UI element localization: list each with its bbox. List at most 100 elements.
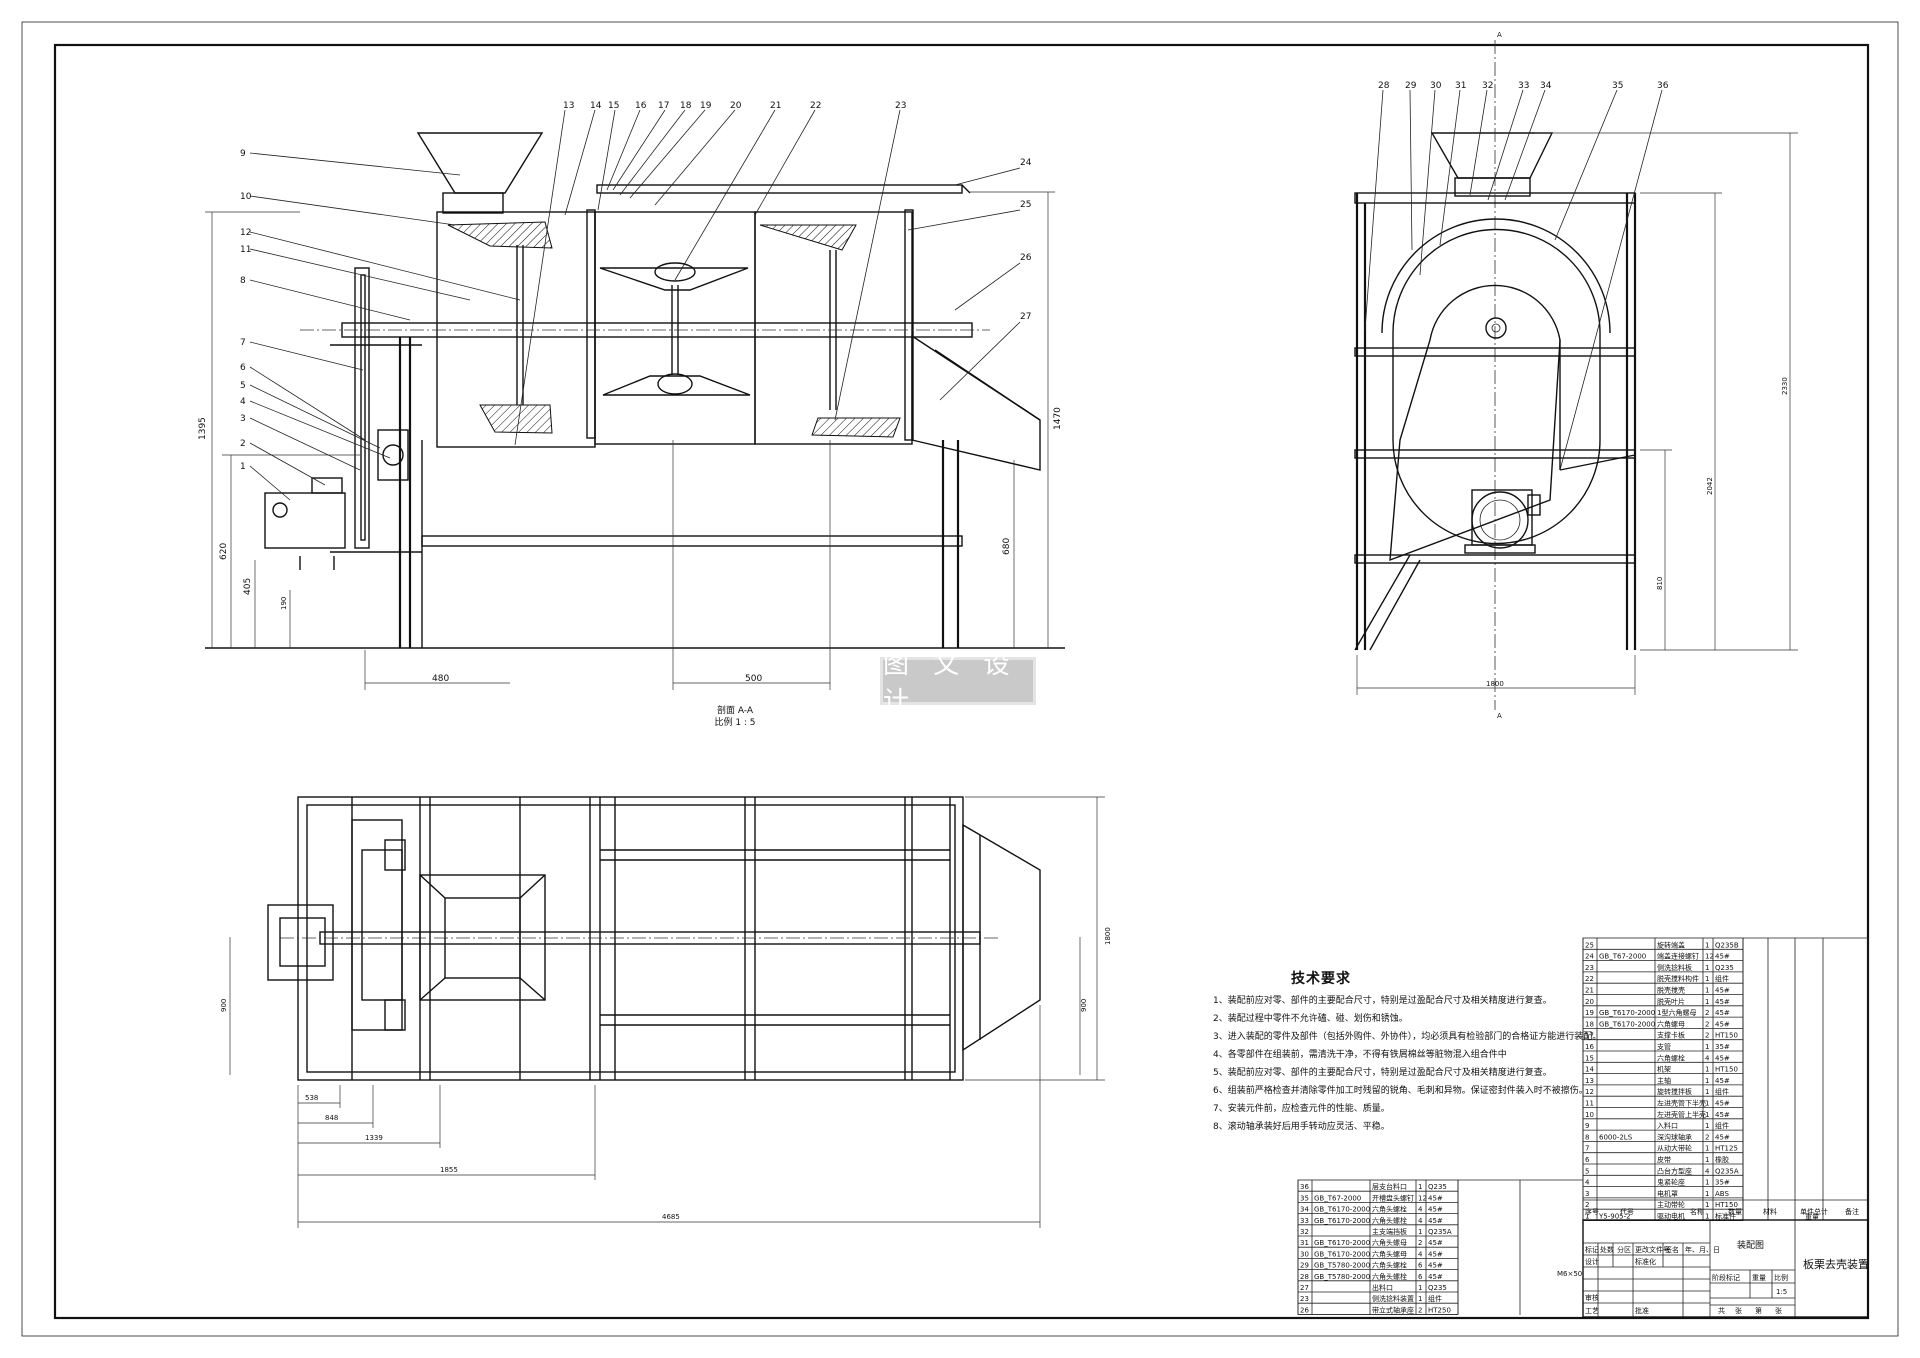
top-dim-1339: 1339 (365, 1134, 383, 1142)
bom_right-cell: 电机罩 (1657, 1189, 1678, 1198)
callout-10: 10 (240, 192, 252, 202)
bom_right-cell: 1 (1705, 1179, 1709, 1187)
bom-header-cell: 名称 (1690, 1207, 1704, 1216)
callout-1: 1 (240, 462, 246, 472)
technical-requirements: 技术要求 1、装配前应对零、部件的主要配合尺寸，特别是过盈配合尺寸及相关精度进行… (1213, 968, 1601, 1140)
bom_right-cell: 1 (1705, 964, 1709, 972)
bom_right-cell: 7 (1585, 1145, 1589, 1153)
bom_right-cell: 1 (1705, 1077, 1709, 1085)
bom_right-cell: 4 (1585, 1179, 1590, 1187)
bom_right-cell: 12 (1705, 953, 1714, 961)
bom_left-cell: 30 (1300, 1250, 1309, 1258)
outer-border (21, 21, 1899, 1337)
callout-23: 23 (895, 101, 906, 111)
bom_right-cell: 13 (1585, 1077, 1594, 1085)
bom_right-cell: 45# (1715, 1100, 1730, 1108)
tb-tolerance: M6×50 (1557, 1270, 1582, 1278)
bom_right-cell: 1 (1705, 998, 1709, 1006)
watermark-stamp: 图 文 设 计 (883, 650, 1033, 717)
tech-item: 4、各零部件在组装前，需清洗干净，不得有铁屑棉丝等脏物混入组合件中 (1213, 1050, 1507, 1060)
bom_left-cell: 六角头螺栓 (1372, 1205, 1407, 1214)
front-callouts: 9 10 12 11 8 7 6 5 4 3 2 1 13 14 15 16 1… (240, 101, 1032, 501)
bom_right-cell: 3 (1585, 1190, 1589, 1198)
side-dim-1800: 1800 (1486, 680, 1504, 688)
bom_right-cell: 驱动电机 (1657, 1212, 1685, 1221)
bom_right-cell: 旋转端盖 (1657, 940, 1685, 949)
bom_right-cell: 1 (1585, 1213, 1589, 1221)
tb-title: 板栗去壳装置 (1803, 1257, 1869, 1271)
bom_right-cell: 16 (1585, 1043, 1594, 1051)
section-title: 剖面 A-A (716, 706, 754, 716)
callout-21: 21 (770, 101, 781, 111)
bom_right-cell: 左进壳管上半壳 (1657, 1110, 1706, 1119)
tb-count: 处数 (1600, 1245, 1614, 1254)
bom_right-cell: 4 (1705, 1054, 1710, 1062)
bom_left-cell: GB_T67-2000 (1314, 1194, 1361, 1202)
callout-27: 27 (1020, 312, 1031, 322)
bom_left-cell: 带立式轴承座 (1372, 1305, 1414, 1314)
tb-date: 年、月、日 (1685, 1245, 1720, 1254)
bom_right-cell: 2 (1705, 1032, 1709, 1040)
bom_right-cell: Q235B (1715, 941, 1739, 949)
tb-drawing: 装配图 (1737, 1239, 1764, 1251)
tb-standardize: 标准化 (1635, 1257, 1656, 1266)
bom_right-cell: HT150 (1715, 1032, 1738, 1040)
dim-1470: 1470 (1053, 407, 1063, 430)
bom_left-cell: 1 (1418, 1183, 1422, 1191)
bom_left-cell: 32 (1300, 1228, 1309, 1236)
bom_right-cell: 旋转搅拌板 (1657, 1087, 1692, 1096)
bom_left-cell: 27 (1300, 1284, 1309, 1292)
tb-ratio: 比例 (1774, 1273, 1788, 1282)
bom_right-cell: 45# (1715, 1054, 1730, 1062)
bom_left-cell: GB_T6170-2000 (1314, 1239, 1370, 1247)
bom_right-cell: 橡胶 (1715, 1155, 1729, 1164)
bom_left-cell: Q235 (1428, 1183, 1447, 1191)
bom_right-cell: 1 (1705, 975, 1709, 983)
tb-zone: 分区 (1617, 1245, 1631, 1254)
bom_right-cell: 1 (1705, 1100, 1709, 1108)
bom_right-cell: 2 (1705, 1020, 1709, 1028)
tb-sheet-label: 张 (1735, 1306, 1742, 1315)
bom_right-cell: 22 (1585, 975, 1594, 983)
bom_right-cell: 凸台方型座 (1657, 1166, 1692, 1175)
bom_right-cell: 1 (1705, 1201, 1709, 1209)
bom_right-cell: 15 (1585, 1054, 1594, 1062)
callout-28: 28 (1378, 81, 1390, 91)
callout-14: 14 (590, 101, 602, 111)
callout-33: 33 (1518, 81, 1529, 91)
bom_right-cell: 六角螺母 (1657, 1019, 1685, 1028)
bom_right-cell: 6 (1585, 1156, 1590, 1164)
bom_left-cell: GB_T6170-2000 (1314, 1217, 1370, 1225)
bom_right-cell: 标准件 (1715, 1212, 1736, 1221)
bom_left-cell: 28 (1300, 1273, 1309, 1281)
bom_right-cell: 脱壳搅壳 (1657, 986, 1685, 995)
bom_right-cell: 45# (1715, 1111, 1730, 1119)
bom_left-cell: 主支端挡板 (1372, 1227, 1407, 1236)
callout-30: 30 (1430, 81, 1442, 91)
tb-design: 设计 (1585, 1257, 1599, 1266)
bom_right-cell: 脱壳叶片 (1657, 997, 1685, 1006)
bom_right-cell: 深沟球轴承 (1657, 1132, 1692, 1141)
side-view: A A 1800 2330 (1354, 31, 1798, 720)
bom_right-cell: 主轴 (1657, 1076, 1671, 1085)
callout-7: 7 (240, 338, 246, 348)
bom_right-cell: 10 (1585, 1111, 1594, 1119)
bom_right-cell: HT150 (1715, 1201, 1738, 1209)
bom_left-cell: Q235A (1428, 1228, 1452, 1236)
bom-header-cell: 备注 (1845, 1207, 1859, 1216)
bom_right-cell: 11 (1585, 1100, 1594, 1108)
bom_left-cell: 45# (1428, 1262, 1443, 1270)
callout-31: 31 (1455, 81, 1466, 91)
top-dim-1855: 1855 (440, 1166, 458, 1174)
bom_right-cell: 45# (1715, 953, 1730, 961)
bom_left-cell: 六角头螺栓 (1372, 1272, 1407, 1281)
bom_right-cell: 8 (1585, 1133, 1589, 1141)
tech-item: 2、装配过程中零件不允许磕、碰、划伤和锈蚀。 (1213, 1014, 1408, 1024)
bom-header-cell: 数量 (1728, 1207, 1742, 1216)
bom_right-cell: GB_T6170-2000 (1599, 1020, 1655, 1028)
callout-34: 34 (1540, 81, 1552, 91)
bom_right-cell: 1 (1705, 1156, 1709, 1164)
bom_left-cell: 4 (1418, 1250, 1423, 1258)
bom_left-cell: 31 (1300, 1239, 1309, 1247)
